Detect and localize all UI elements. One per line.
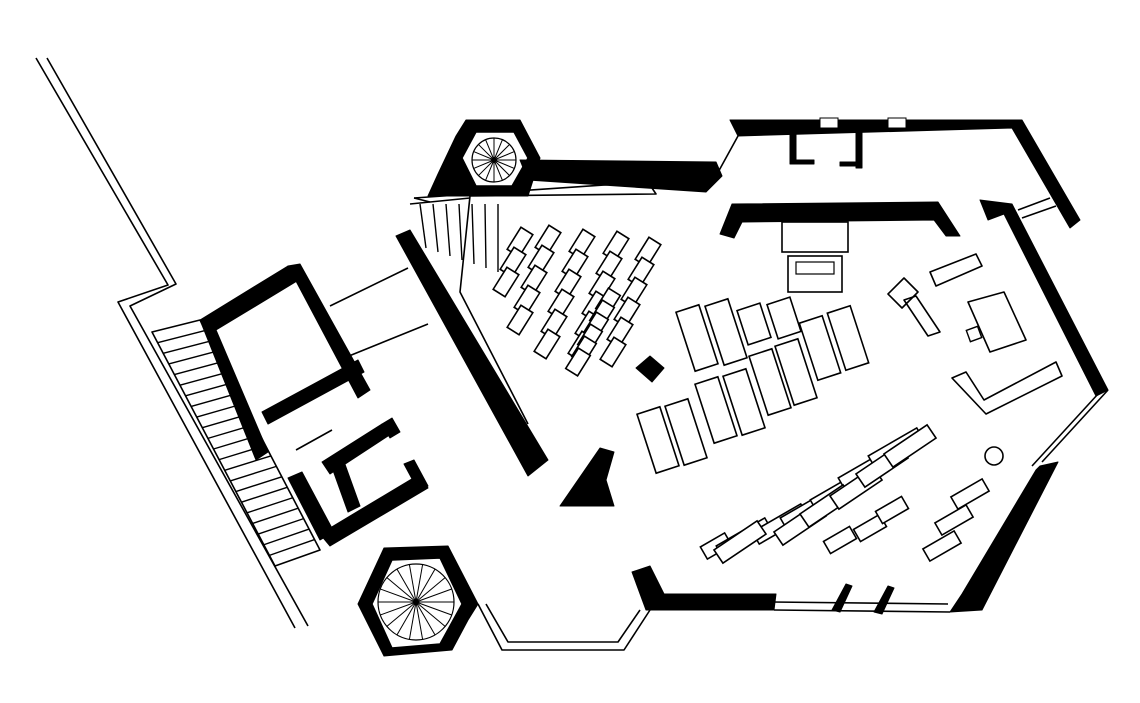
stair-tread (224, 455, 272, 471)
pew (492, 266, 520, 298)
stair-tread (157, 329, 206, 344)
pew (921, 529, 963, 563)
stair-tread (246, 497, 293, 514)
stair-tread (263, 528, 310, 546)
spiral-newel (491, 157, 497, 163)
pew (599, 336, 627, 368)
pew (773, 337, 819, 407)
spiral-step (415, 601, 424, 640)
stair-tower-north (427, 119, 541, 197)
spiral-step (473, 151, 495, 161)
pew (663, 397, 709, 467)
pews (492, 224, 991, 565)
spiral-step (386, 577, 417, 603)
choir-step (471, 203, 475, 265)
stair-tread (185, 382, 233, 397)
pew (703, 297, 749, 367)
choir-step (458, 203, 463, 261)
spiral-step (473, 159, 495, 169)
pew (721, 367, 767, 437)
stair-tread (168, 350, 217, 365)
spiral-newel (413, 599, 419, 605)
spiral-step (415, 601, 446, 627)
stair-tread (241, 486, 288, 503)
pew (564, 347, 592, 377)
stair-tread (235, 476, 283, 493)
spiral-step (493, 159, 510, 176)
nave-walls (395, 117, 1109, 615)
stair-tread (163, 340, 212, 354)
pew (949, 477, 991, 511)
pew (635, 405, 681, 475)
choir-step (445, 203, 451, 257)
spiral-step (493, 159, 503, 181)
choir-step (419, 203, 427, 249)
spiral-step (415, 601, 452, 616)
spiral-step (478, 144, 495, 161)
spiral-step (478, 159, 495, 176)
spiral-step (493, 159, 515, 169)
pew (874, 495, 910, 525)
pew (798, 314, 842, 382)
stair-tread (174, 361, 222, 376)
spiral-step (415, 577, 446, 603)
spiral-step (396, 568, 417, 603)
exterior-stair (151, 319, 321, 567)
pew (506, 304, 534, 336)
pew (674, 303, 720, 373)
spiral-step (408, 601, 417, 640)
stair-tower-south (357, 545, 479, 657)
pew (712, 519, 768, 565)
spiral-step (485, 139, 495, 161)
choir-stair-hatch (419, 203, 499, 272)
spiral-step (415, 564, 424, 603)
pew (747, 347, 793, 417)
pew (736, 302, 772, 346)
spiral-step (493, 151, 515, 161)
spiral-step (485, 159, 495, 181)
annex-walls (199, 263, 429, 547)
stair-tread (269, 538, 315, 557)
pew (533, 328, 561, 360)
pew (766, 296, 802, 340)
pew (822, 525, 858, 555)
spiral-step (415, 601, 436, 636)
pew (693, 375, 739, 445)
spiral-step (493, 144, 510, 161)
spiral-step (408, 564, 417, 603)
stair-tread (258, 517, 304, 535)
spiral-step (380, 601, 417, 616)
spiral-step (386, 601, 417, 627)
access-ramp-wall (35, 57, 309, 629)
stair-tread (252, 507, 299, 525)
spiral-step (396, 601, 417, 636)
spiral-step (415, 588, 452, 603)
stair-tread (230, 465, 277, 482)
spiral-step (415, 568, 436, 603)
pew (933, 503, 975, 537)
spiral-step (380, 588, 417, 603)
nave-outlines (409, 135, 1109, 651)
choir-step (432, 203, 439, 253)
spiral-step (493, 139, 503, 161)
chancel-fittings (781, 221, 1063, 466)
choir-step (484, 203, 487, 269)
stair-tread (179, 371, 228, 386)
pew (826, 304, 870, 372)
pew (882, 423, 938, 469)
